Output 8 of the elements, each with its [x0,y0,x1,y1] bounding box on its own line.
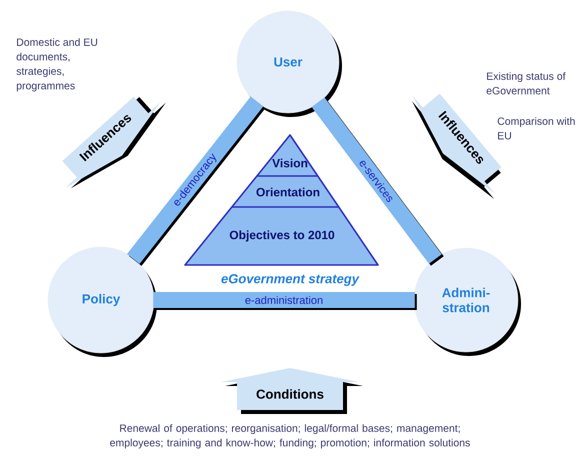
node-label: Vision [272,158,308,168]
node-label: Objectives to 2010 [230,230,334,242]
description-text: Existing status of eGovernment [486,72,566,94]
pyramid-title: eGovernment strategy [221,274,360,286]
description-text: Renewal of operations; reorganisation; legal/formal bases; management; employees; training and know-how; funding; promotion; information solutions [110,424,470,448]
description-text: Domestic and EU documents, strategies, programmes [16,38,98,92]
node-label: Orientation [256,188,320,196]
band-connector [312,97,442,264]
